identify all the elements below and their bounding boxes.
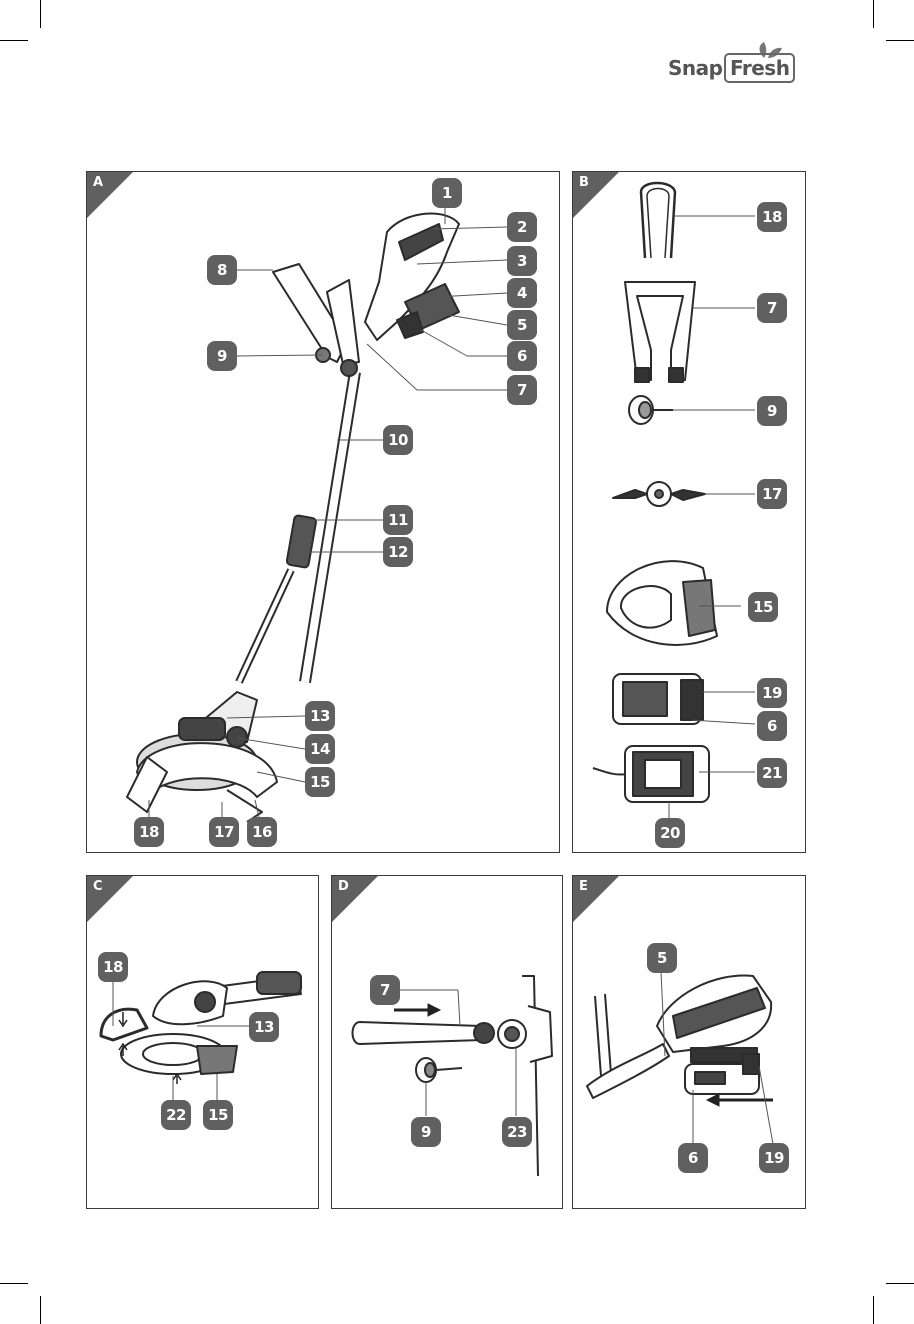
callout-badge: 5: [647, 943, 677, 973]
panel-a: A: [86, 171, 560, 853]
callout-badge: 15: [305, 767, 335, 797]
callout-badge: 13: [305, 701, 335, 731]
panel-d: D 7 9 23: [331, 875, 563, 1209]
crop-mark: [873, 0, 874, 28]
callout-badge: 10: [383, 425, 413, 455]
callout-badge: 4: [507, 278, 537, 308]
panel-e: E 5 6 19: [572, 875, 806, 1209]
callout-badge: 16: [247, 817, 277, 847]
callout-badge: 18: [757, 202, 787, 232]
crop-mark: [886, 1283, 914, 1284]
brand-name-snap: Snap: [668, 56, 722, 80]
callout-badge: 18: [98, 952, 128, 982]
callout-badge: 7: [370, 975, 400, 1005]
brand-name-fresh: Fresh: [724, 53, 795, 83]
callout-badge: 23: [502, 1117, 532, 1147]
crop-mark: [40, 1296, 41, 1324]
crop-mark: [886, 40, 914, 41]
crop-mark: [873, 1296, 874, 1324]
callout-badge: 19: [759, 1143, 789, 1173]
callout-badge: 22: [161, 1100, 191, 1130]
crop-mark: [0, 40, 28, 41]
callout-badge: 8: [207, 255, 237, 285]
callout-badge: 14: [305, 734, 335, 764]
callout-badge: 11: [383, 505, 413, 535]
callout-badge: 7: [757, 293, 787, 323]
parts-illustration: [573, 172, 805, 852]
callout-badge: 12: [383, 537, 413, 567]
guard-assembly-illustration: [87, 876, 318, 1208]
callout-badge: 6: [507, 341, 537, 371]
callout-badge: 18: [134, 817, 164, 847]
callout-badge: 3: [507, 246, 537, 276]
callout-badge: 2: [507, 212, 537, 242]
callout-badge: 17: [209, 817, 239, 847]
callout-badge: 20: [655, 818, 685, 848]
brand-logo: Snap Fresh: [668, 40, 800, 88]
callout-badge: 9: [207, 341, 237, 371]
handle-mounting-illustration: [332, 876, 562, 1208]
panel-b: B: [572, 171, 806, 853]
callout-badge: 1: [432, 178, 462, 208]
crop-mark: [0, 1283, 28, 1284]
callout-badge: 21: [757, 758, 787, 788]
callout-badge: 6: [757, 711, 787, 741]
callout-badge: 7: [507, 375, 537, 405]
callout-badge: 17: [757, 479, 787, 509]
callout-badge: 13: [249, 1012, 279, 1042]
callout-badge: 5: [507, 310, 537, 340]
crop-mark: [40, 0, 41, 28]
callout-badge: 15: [203, 1100, 233, 1130]
callout-badge: 15: [748, 592, 778, 622]
callout-badge: 6: [678, 1143, 708, 1173]
callout-badge: 9: [411, 1117, 441, 1147]
callout-badge: 9: [757, 396, 787, 426]
callout-badge: 19: [757, 678, 787, 708]
panel-c: C 18 13 22 15: [86, 875, 319, 1209]
